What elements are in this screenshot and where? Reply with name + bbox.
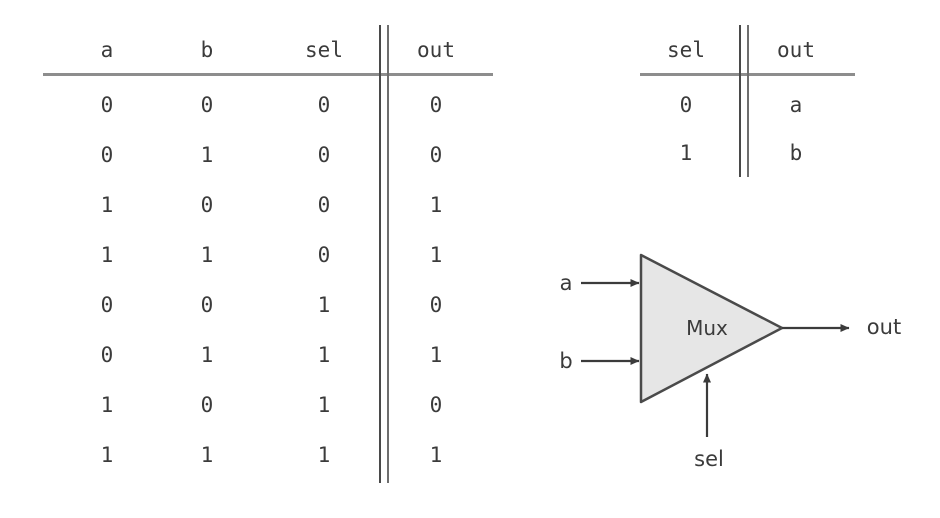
table-cell: 1 — [100, 393, 114, 417]
table-cell: 0 — [100, 343, 114, 367]
mux-block-label: Mux — [686, 316, 728, 340]
table-cell: 0 — [100, 143, 114, 167]
table-header-sel: sel — [305, 38, 343, 62]
abbrev-separator-line-right — [747, 25, 749, 177]
abbrev-header-out: out — [777, 38, 815, 62]
output-label: out — [866, 315, 902, 339]
table-cell: 1 — [200, 443, 214, 467]
table-cell: 1 — [200, 143, 214, 167]
table-separator-line-right — [387, 25, 389, 483]
table-separator-line-left — [379, 25, 381, 483]
abbrev-header-sel: sel — [667, 38, 705, 62]
table-header-a: a — [100, 38, 114, 62]
table-cell: 0 — [429, 93, 443, 117]
table-cell: 1 — [200, 243, 214, 267]
table-cell: 1 — [429, 343, 443, 367]
table-cell: 0 — [429, 393, 443, 417]
input-b-label: b — [559, 349, 573, 373]
table-cell: 1 — [429, 443, 443, 467]
table-cell: 0 — [100, 293, 114, 317]
table-header-b: b — [200, 38, 214, 62]
table-cell: 0 — [317, 243, 331, 267]
table-cell: 0 — [200, 193, 214, 217]
table-cell: 0 — [429, 143, 443, 167]
abbrev-cell: 1 — [679, 141, 693, 165]
input-sel-label: sel — [694, 447, 724, 471]
table-cell: 0 — [100, 93, 114, 117]
table-cell: 0 — [429, 293, 443, 317]
table-cell: 1 — [429, 243, 443, 267]
table-cell: 0 — [200, 393, 214, 417]
table-cell: 0 — [317, 93, 331, 117]
table-cell: 1 — [100, 443, 114, 467]
table-header-out: out — [417, 38, 455, 62]
table-cell: 0 — [317, 143, 331, 167]
table-cell: 1 — [100, 193, 114, 217]
table-cell: 1 — [317, 343, 331, 367]
table-cell: 1 — [317, 393, 331, 417]
abbrev-cell: b — [789, 141, 803, 165]
abbrev-cell: a — [789, 93, 803, 117]
table-cell: 1 — [429, 193, 443, 217]
table-cell: 0 — [317, 193, 331, 217]
table-header-rule — [43, 73, 493, 76]
table-cell: 1 — [317, 293, 331, 317]
input-a-label: a — [559, 271, 573, 295]
table-cell: 0 — [200, 93, 214, 117]
abbrev-cell: 0 — [679, 93, 693, 117]
table-cell: 0 — [200, 293, 214, 317]
table-cell: 1 — [100, 243, 114, 267]
abbrev-separator-line-left — [739, 25, 741, 177]
table-cell: 1 — [317, 443, 331, 467]
table-cell: 1 — [200, 343, 214, 367]
